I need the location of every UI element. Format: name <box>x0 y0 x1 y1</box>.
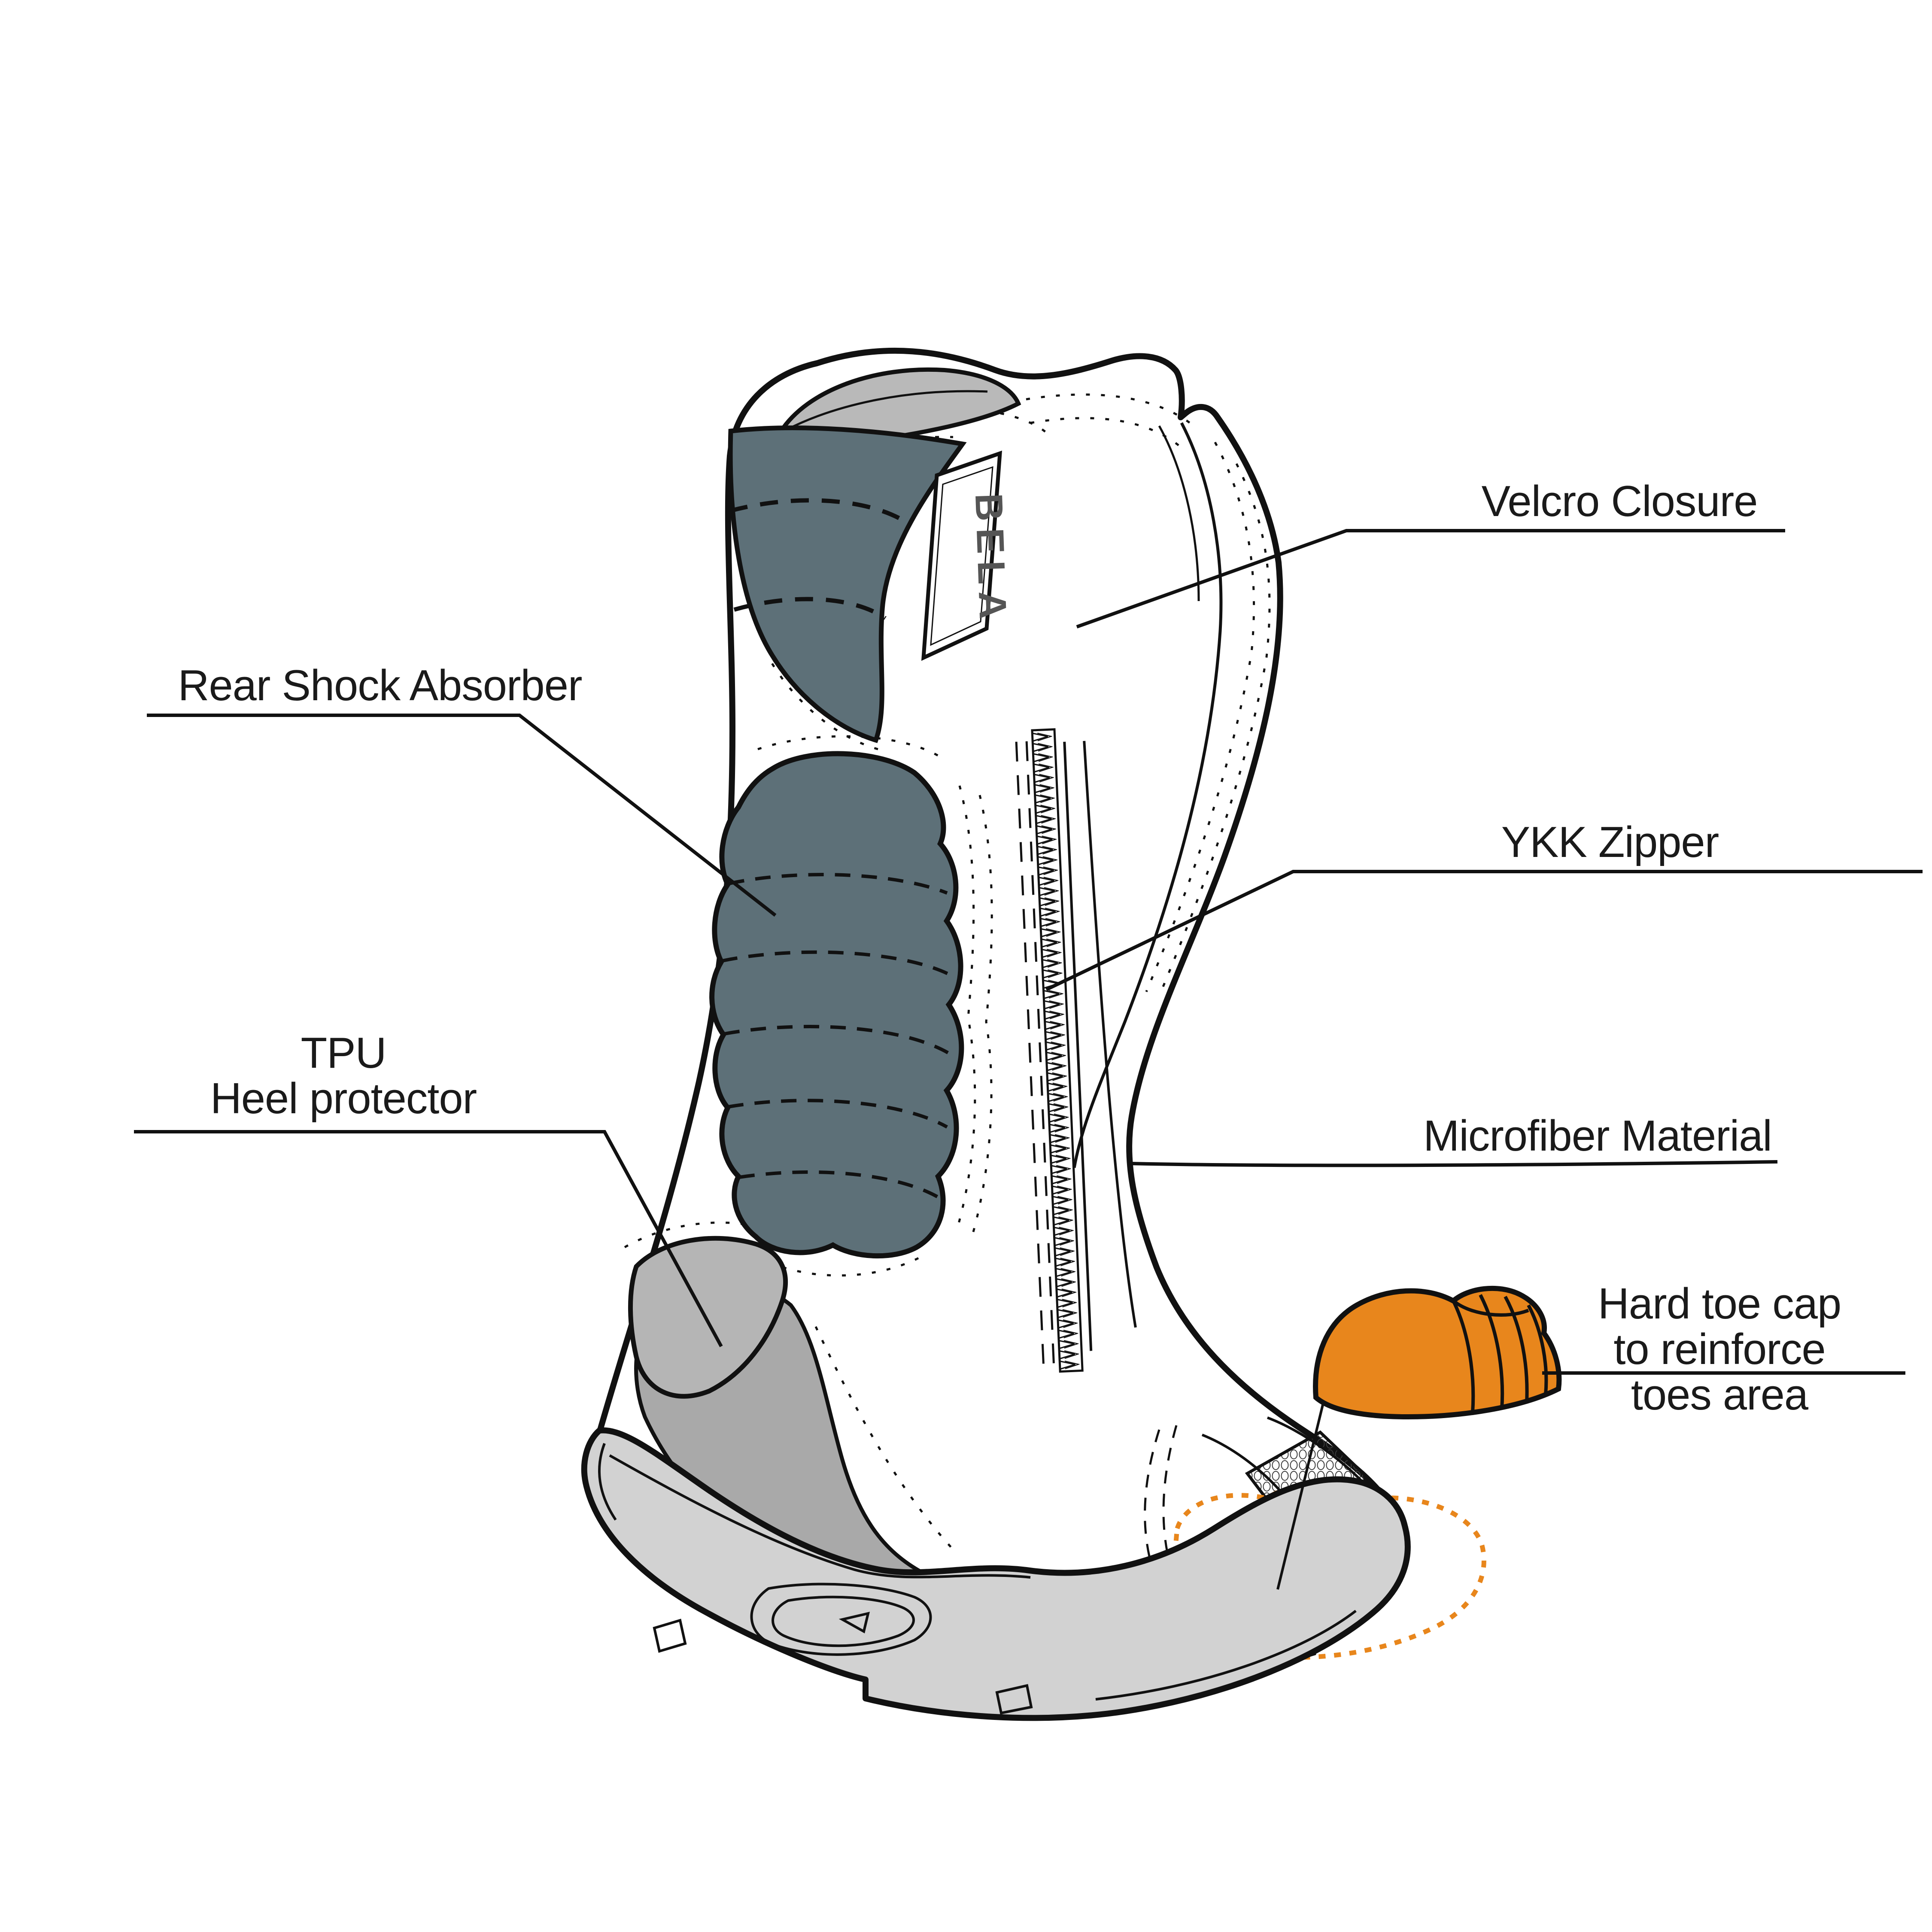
collar-comfort-pad <box>728 425 967 743</box>
label-rear-shock-absorber: Rear Shock Absorber <box>178 661 583 710</box>
tpu-heel-protector-patch <box>628 1236 788 1399</box>
leader-lines <box>134 529 1923 1375</box>
collar-pad-flex-dashes <box>729 498 903 620</box>
label-ykk-zipper: YKK Zipper <box>1501 818 1719 866</box>
zipper-tape-edge-1 <box>1063 741 1093 1351</box>
label-hard-toe-line3: toes area <box>1631 1371 1808 1419</box>
sole <box>581 1427 1411 1721</box>
sole-tread-details <box>598 1443 1357 1715</box>
zipper-stitch-dash-right <box>1025 741 1055 1368</box>
label-velcro-closure: Velcro Closure <box>1481 477 1758 526</box>
label-tpu-heel-protector: TPU Heel protector <box>210 1030 477 1121</box>
zipper-teeth <box>1031 728 1084 1373</box>
shock-absorber-segment-dashes <box>722 873 951 1200</box>
hard-toe-cap-part <box>1313 1285 1562 1420</box>
brand-panel: BELA <box>921 450 1015 661</box>
bela-logo: BELA <box>967 492 1015 626</box>
collar-fold-line <box>785 390 988 431</box>
label-hard-toe-line2: to reinforce <box>1613 1325 1826 1373</box>
label-hard-toe-line1: Hard toe cap <box>1598 1279 1841 1328</box>
front-shaft-seams <box>1072 422 1223 1168</box>
zipper-tape-edge-2 <box>1083 741 1137 1328</box>
label-tpu-line1: TPU <box>301 1029 386 1077</box>
label-hard-toe-cap: Hard toe cap to reinforce toes area <box>1598 1281 1841 1418</box>
ykk-zipper-leader-line <box>1045 870 1923 991</box>
tpu-heel-protector-leader-line <box>134 1130 723 1347</box>
zipper-stitch-dash-left <box>1015 741 1045 1368</box>
toe-cap-indicator-line <box>1276 1403 1324 1590</box>
velcro-closure-leader-line <box>1076 529 1785 629</box>
ykk-zipper <box>1015 728 1137 1373</box>
label-tpu-line2: Heel protector <box>210 1075 477 1123</box>
rear-shock-absorber-leader-line <box>147 714 777 917</box>
label-microfiber-material: Microfiber Material <box>1423 1112 1772 1160</box>
microfiber-material-leader-line <box>1130 1160 1778 1167</box>
rear-shock-absorber-pad <box>709 751 964 1259</box>
toe-cap-segment-lines <box>1452 1294 1548 1413</box>
ankle-seam-dashes <box>1144 1425 1178 1580</box>
toe-cap-body <box>1313 1285 1562 1420</box>
